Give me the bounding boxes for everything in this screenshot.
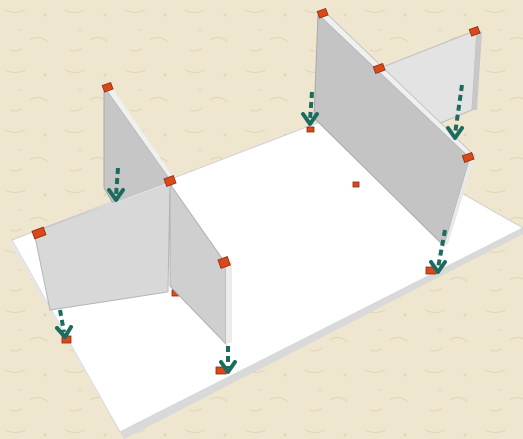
connector-cap-icon bbox=[461, 151, 475, 163]
connector-cap-icon bbox=[101, 81, 114, 93]
peg-icon bbox=[306, 126, 315, 133]
connector-cap-icon bbox=[372, 62, 386, 74]
connector-cap-icon bbox=[316, 7, 329, 19]
connector-cap-icon bbox=[163, 175, 177, 187]
down-arrow-icon bbox=[301, 91, 319, 126]
down-arrow-icon bbox=[429, 229, 447, 274]
connector-cap-icon bbox=[31, 226, 47, 240]
panel-front-left bbox=[33, 181, 172, 311]
peg-icon bbox=[352, 181, 360, 188]
down-arrow-icon bbox=[107, 167, 125, 202]
panel-front-center bbox=[169, 182, 232, 346]
down-arrow-icon bbox=[219, 346, 237, 374]
down-arrow-icon bbox=[446, 84, 464, 140]
connector-cap-icon bbox=[217, 256, 231, 269]
down-arrow-icon bbox=[55, 309, 73, 339]
panel-right-long bbox=[313, 11, 476, 247]
connector-cap-icon bbox=[468, 25, 481, 37]
